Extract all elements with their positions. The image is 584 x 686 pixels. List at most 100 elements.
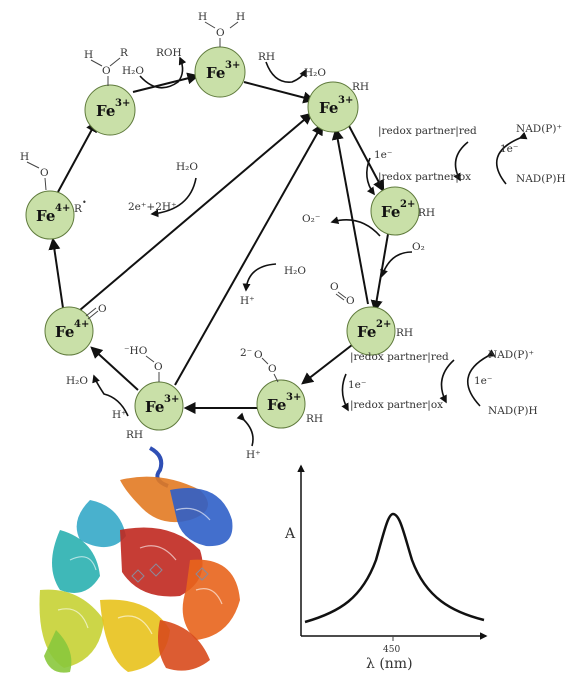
label-nadp-plus-2: NAD(P)⁺ <box>488 349 534 361</box>
label-electron-1: 1e⁻ <box>374 149 392 161</box>
fe-oxidation: 3+ <box>286 392 301 403</box>
label-r: R <box>74 203 83 215</box>
label-o: O <box>98 303 107 315</box>
label-electron-2: 1e⁻ <box>500 143 518 155</box>
arrow-n1-n2 <box>132 72 200 93</box>
node-fe3-water: Fe 3+ <box>194 46 246 98</box>
label-h: H <box>84 49 93 61</box>
fe-symbol: Fe <box>55 323 74 341</box>
arrow-rh-in-h2o-out <box>265 61 307 83</box>
label-o: O <box>346 295 355 307</box>
label-redox-ox-1: |redox partner|ox <box>378 171 471 184</box>
label-nadp-plus-1: NAD(P)⁺ <box>516 123 562 135</box>
arrow-n2-n3 <box>243 81 316 104</box>
label-h: H <box>198 11 207 23</box>
node-fe3-rh: Fe 3+ <box>307 81 359 133</box>
label-o: O <box>154 361 163 373</box>
arrow-n5-n3 <box>331 127 369 305</box>
label-h-plus: H⁺ <box>240 295 255 307</box>
fe-symbol: Fe <box>96 102 115 120</box>
arrow-2e-2h <box>150 177 197 218</box>
cycle-arrows <box>48 72 389 414</box>
label-redox-red-2: |redox partner|red <box>350 351 449 364</box>
arrow-n3-n4 <box>347 123 385 193</box>
node-fe4-hydroxo: Fe 4+ <box>25 190 75 240</box>
node-fe4-oxo: Fe 4+ <box>44 306 94 356</box>
arrow-h-in-1 <box>236 412 254 447</box>
label-rh-o2: RH <box>396 327 413 339</box>
absorbance-spectrum: A 450 λ (nm) <box>284 464 488 672</box>
label-r: R <box>120 47 129 59</box>
arrow-n7-n3 <box>174 122 324 386</box>
arrow-h-h2o-out <box>92 374 129 417</box>
label-h: H <box>20 151 29 163</box>
fe-oxidation: 4+ <box>55 203 70 214</box>
fe-oxidation: 3+ <box>164 394 179 405</box>
label-o: O <box>268 363 277 375</box>
label-o: O <box>40 167 49 179</box>
label-rh-bound: RH <box>352 81 369 93</box>
label-radical-dot: • <box>82 198 87 207</box>
arrow-redox-upper <box>453 141 469 182</box>
label-h2o-in: H₂O <box>122 65 144 77</box>
arrow-n8-n9 <box>48 237 64 309</box>
label-rh-peroxo: RH <box>306 413 323 425</box>
label-h2o-mid: H₂O <box>284 265 306 277</box>
fe-symbol: Fe <box>36 207 55 225</box>
label-roh: ROH <box>156 47 182 59</box>
protein-ribbon-structure <box>39 446 240 673</box>
arrow-n8-n3 <box>79 112 313 311</box>
arrow-nadp-lower <box>466 349 496 407</box>
node-fe3-ho-r-top: Fe 3+ <box>84 84 136 136</box>
fe-oxidation: 3+ <box>225 60 240 71</box>
fe-symbol: Fe <box>206 64 225 82</box>
peak-tick-label: 450 <box>383 645 400 655</box>
label-ho-minus: ⁻HO <box>124 345 148 357</box>
arrow-n4-n5 <box>370 233 389 313</box>
label-h: H <box>236 11 245 23</box>
side-arrows <box>92 56 528 447</box>
label-o: O <box>216 27 225 39</box>
label-rh-hydroperoxo: RH <box>126 429 143 441</box>
axis-label-lambda: λ (nm) <box>366 656 413 672</box>
arrow-redox-lower <box>439 359 455 404</box>
label-h-plus-3: H⁺ <box>112 409 127 421</box>
fe-symbol: Fe <box>319 99 338 117</box>
fe-oxidation: 2+ <box>400 199 415 210</box>
arrow-n9-n1 <box>57 119 98 193</box>
node-fe2-rh: Fe 2+ <box>370 186 420 236</box>
arrow-n5-n6 <box>301 344 353 385</box>
label-o: O <box>330 281 339 293</box>
label-h2o: H₂O <box>176 161 198 173</box>
label-h2o-out-2: H₂O <box>66 375 88 387</box>
arrow-h2o-to-h <box>242 263 277 292</box>
fe-oxidation: 4+ <box>74 319 89 330</box>
arrow-n7-n8 <box>90 346 139 391</box>
fe-oxidation: 2+ <box>376 319 391 330</box>
label-superoxide: O₂⁻ <box>302 213 320 225</box>
label-o2-in: O₂ <box>412 241 425 253</box>
fe-oxidation: 3+ <box>115 98 130 109</box>
arrow-o2-minus-out <box>330 216 381 237</box>
label-electron-4: 1e⁻ <box>474 375 492 387</box>
fe-symbol: Fe <box>145 398 164 416</box>
node-fe2-o2: Fe 2+ <box>346 306 396 356</box>
label-electron-3: 1e⁻ <box>348 379 366 391</box>
label-nadph-1: NAD(P)H <box>516 173 566 185</box>
arrow-o2-in <box>380 251 413 278</box>
spectrum-peak-curve <box>304 512 485 624</box>
label-2e-2h: 2e⁺+2H⁺ <box>128 201 177 213</box>
axis-label-a: A <box>284 526 296 542</box>
label-rh-fe2: RH <box>418 207 435 219</box>
label-h2o-out: H₂O <box>304 67 326 79</box>
arrow-e-in-1 <box>366 157 375 196</box>
label-h-plus-2: H⁺ <box>246 449 261 461</box>
label-o: O <box>254 349 263 361</box>
fe-oxidation: 3+ <box>338 95 353 106</box>
arrow-nadp-upper <box>496 131 528 185</box>
node-fe3-hydroperoxo: Fe 3+ <box>134 381 184 431</box>
ligand-labels: H R O H₂O ROH H H O RH H₂O RH H O R • H₂… <box>20 11 566 461</box>
label-redox-red-1: |redox partner|red <box>378 125 477 138</box>
label-two-minus: 2⁻ <box>240 347 252 359</box>
label-redox-ox-2: |redox partner|ox <box>350 399 443 412</box>
